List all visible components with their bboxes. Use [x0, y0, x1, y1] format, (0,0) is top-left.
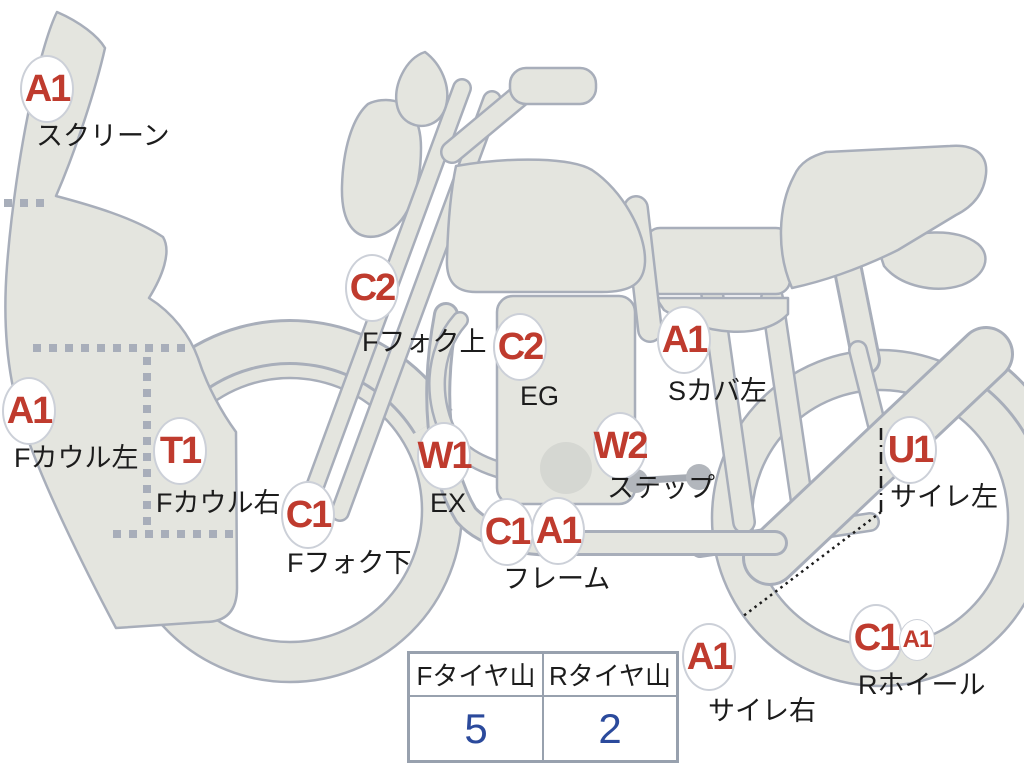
part-label-silencer-left: サイレ左 [890, 482, 998, 512]
condition-badge-fcowl-right: T1 [153, 417, 207, 485]
front-tire-tread-header: Fタイヤ山 [410, 654, 544, 697]
rear-tire-tread-value: 2 [598, 704, 622, 752]
condition-badge-silencer-left: U1 [883, 416, 937, 484]
condition-badge-rwheel-1: C1 [849, 604, 903, 672]
tire-tread-value-row: 5 2 [410, 697, 676, 760]
condition-badge-fcowl-left: A1 [2, 377, 56, 445]
condition-badge-frame-2: A1 [531, 497, 585, 565]
part-label-screen: スクリーン [36, 121, 170, 151]
rear-tire-tread-header: Rタイヤ山 [544, 654, 676, 697]
part-label-ffork-lower: Fフォク下 [287, 548, 412, 578]
cowl-panel-lines [4, 199, 238, 538]
fuel-tank [445, 158, 647, 294]
condition-badge-scover-left: A1 [657, 306, 711, 374]
headlight [340, 98, 423, 239]
tire-tread-table: Fタイヤ山 Rタイヤ山 5 2 [407, 651, 679, 763]
part-label-silencer-right: サイレ右 [708, 696, 816, 726]
condition-badge-exhaust: W1 [417, 422, 473, 490]
mirror [395, 50, 449, 128]
condition-badge-screen: A1 [20, 55, 74, 123]
part-label-rwheel: Rホイール [858, 670, 986, 700]
part-label-frame: フレーム [503, 564, 611, 594]
part-label-fcowl-left: Fカウル左 [14, 443, 139, 473]
condition-badge-rwheel-2: A1 [899, 619, 935, 661]
condition-badge-frame-1: C1 [480, 498, 534, 566]
engine-case [540, 442, 592, 494]
part-label-step: ステップ [607, 473, 715, 503]
silencer-right-pointer [741, 511, 882, 618]
condition-badge-engine: C2 [493, 313, 547, 381]
underseat-panel [644, 226, 792, 296]
part-label-engine: EG [520, 381, 560, 411]
footpeg-right [686, 464, 712, 490]
condition-badge-ffork-lower: C1 [281, 481, 335, 549]
front-tire-tread-value: 5 [410, 697, 544, 760]
condition-badge-ffork-upper: C2 [345, 254, 399, 322]
tire-tread-header-row: Fタイヤ山 Rタイヤ山 [410, 654, 676, 697]
handlebar-grip [508, 66, 598, 106]
condition-badge-silencer-right: A1 [682, 623, 736, 691]
part-label-fcowl-right: Fカウル右 [156, 488, 281, 518]
part-label-exhaust: EX [430, 488, 467, 518]
part-label-ffork-upper: Fフォク上 [362, 327, 487, 357]
part-label-scover-left: Sカバ左 [668, 376, 768, 406]
condition-badge-step: W2 [593, 412, 649, 480]
seat [779, 144, 988, 290]
